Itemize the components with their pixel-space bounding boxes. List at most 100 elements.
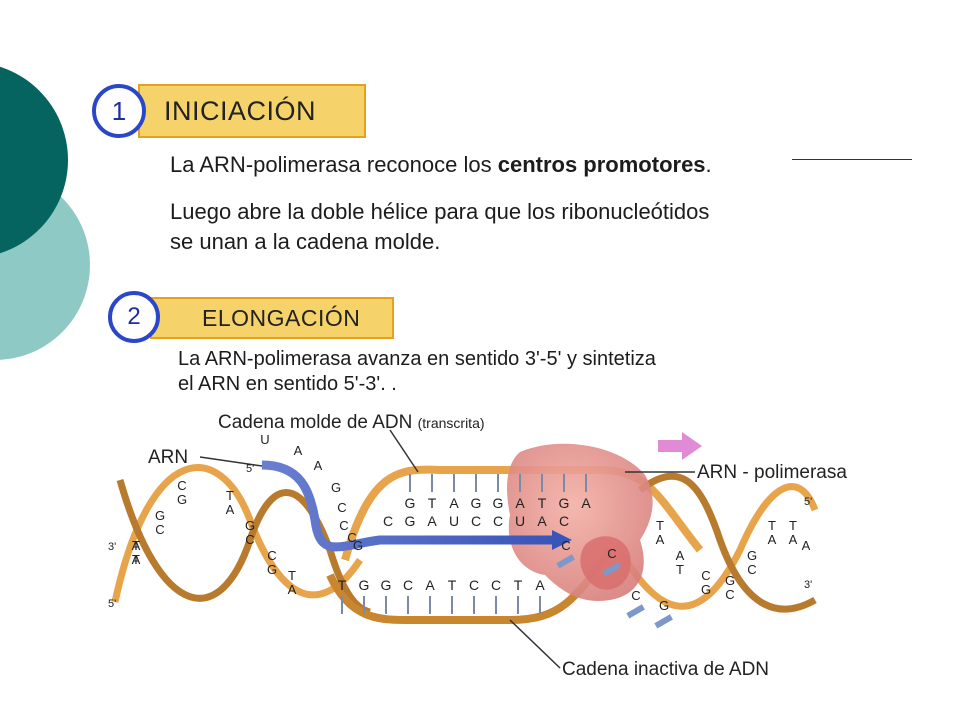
right-helix-base-10: T	[768, 518, 776, 533]
left-helix-base-10: C	[267, 548, 276, 563]
top-base-3: G	[471, 495, 482, 511]
right-helix-base-7: C	[725, 587, 734, 602]
rna-label-line	[199, 456, 263, 467]
rna-strand	[261, 460, 552, 552]
right-helix-base-8: G	[747, 548, 757, 563]
rna-tail-base-7: G	[353, 538, 363, 553]
bottom-base-0: T	[338, 577, 347, 593]
left-helix-base-13: A	[288, 582, 297, 597]
left-5-end-label: 5'	[108, 598, 116, 610]
bottom-base-7: C	[491, 577, 501, 593]
left-helix-base-8: G	[245, 518, 255, 533]
polymerase-lobe	[580, 536, 631, 590]
left-helix-base-12: T	[288, 568, 296, 583]
rna-label: ARN	[148, 447, 188, 468]
right-helix-base-0: T	[656, 518, 664, 533]
step2-title: ELONGACIÓN	[202, 304, 361, 331]
left-helix-base-2: G	[155, 508, 165, 523]
right-helix-base-13: A	[789, 532, 798, 547]
right-helix-base-12: T	[789, 518, 797, 533]
rna-polymerase	[507, 443, 653, 601]
bottom-base-3: C	[403, 577, 413, 593]
inactive-strand-label: Cadena inactiva de ADN	[562, 659, 769, 680]
right-helix-base-5: G	[701, 582, 711, 597]
step1-line1-post: .	[705, 152, 712, 177]
free-nucleotide-2: C	[631, 588, 640, 603]
right-3-end-label: 3'	[804, 579, 812, 591]
rna-tail-base-4: C	[337, 500, 346, 515]
left-3-end-label: 3'	[108, 541, 116, 553]
top-base-2: A	[449, 495, 459, 511]
mid-base-7: A	[537, 513, 547, 529]
step1-line3: se unan a la cadena molde.	[170, 229, 441, 254]
left-helix-base-9: C	[245, 532, 254, 547]
bottom-base-9: A	[535, 577, 545, 593]
right-helix-strand-b	[637, 472, 817, 613]
left-helix-base-15: T	[132, 552, 140, 567]
rna-direction-arrowhead	[552, 530, 572, 550]
bottom-base-6: C	[469, 577, 479, 593]
dark-teal-circle	[0, 66, 68, 254]
bottom-base-5: T	[448, 577, 457, 593]
free-nucleotide-block-0	[556, 554, 575, 569]
left-helix-base-7: A	[226, 502, 235, 517]
free-nucleotide-block-2	[626, 604, 645, 619]
right-5-end-label: 5'	[804, 496, 812, 508]
step2-line2: el ARN en sentido 5'-3'. .	[178, 373, 397, 395]
template-strand-label: Cadena molde de ADN (transcrita)	[218, 412, 485, 433]
right-helix-base-14: A	[802, 538, 811, 553]
step1-line2: Luego abre la doble hélice para que los …	[170, 199, 710, 224]
top-base-4: G	[493, 495, 504, 511]
rna-tail-base-5: C	[339, 518, 348, 533]
rna-tail-base-3: G	[331, 480, 341, 495]
right-helix-base-3: T	[676, 562, 684, 577]
mid-base-5: C	[493, 513, 503, 529]
mid-base-0: C	[383, 513, 393, 529]
free-nucleotide-0: C	[561, 538, 570, 553]
step1-bold-term: centros promotores	[497, 152, 706, 177]
left-helix-base-11: G	[267, 562, 277, 577]
right-helix-strand-a	[616, 483, 819, 610]
left-helix-strand-a	[111, 464, 363, 603]
left-helix-base-0: T	[132, 538, 140, 553]
free-nucleotide-block-3	[654, 614, 673, 629]
right-helix-base-6: G	[725, 573, 735, 588]
top-base-5: A	[515, 495, 525, 511]
right-helix-base-9: C	[747, 562, 756, 577]
step2-number: 2	[127, 303, 141, 330]
free-nucleotide-1: C	[607, 546, 616, 561]
step1-number: 1	[111, 95, 127, 126]
bottom-base-1: G	[359, 577, 370, 593]
top-base-0: G	[405, 495, 416, 511]
rna-tail-base-2: A	[314, 458, 323, 473]
top-base-1: T	[428, 495, 437, 511]
step2-title-box: ELONGACIÓN	[150, 297, 394, 339]
left-helix-base-4: C	[177, 478, 186, 493]
left-helix-base-6: T	[226, 488, 234, 503]
step1-title: INICIACIÓN	[164, 95, 317, 126]
free-nucleotide-block-1	[602, 562, 621, 577]
step2-line1: La ARN-polimerasa avanza en sentido 3'-5…	[178, 348, 656, 370]
top-base-8: A	[581, 495, 591, 511]
left-helix-base-3: C	[155, 522, 164, 537]
mid-base-1: G	[405, 513, 416, 529]
left-helix-base-5: G	[177, 492, 187, 507]
right-helix-base-2: A	[676, 548, 685, 563]
right-helix-base-4: C	[701, 568, 710, 583]
step2-number-circle: 2	[108, 291, 160, 343]
left-helix-base-1: A	[132, 552, 141, 567]
step1-title-box: INICIACIÓN	[138, 84, 366, 138]
step1-line1: La ARN-polimerasa reconoce los centros p…	[170, 150, 712, 180]
bottom-base-2: G	[381, 577, 392, 593]
top-base-7: G	[559, 495, 570, 511]
rna-tail-base-1: A	[294, 443, 303, 458]
right-helix-base-11: A	[768, 532, 777, 547]
mid-base-8: C	[559, 513, 569, 529]
template-label-line	[389, 429, 419, 473]
polymerase-label: ARN - polimerasa	[697, 462, 847, 483]
inactive-label-line	[509, 619, 561, 669]
